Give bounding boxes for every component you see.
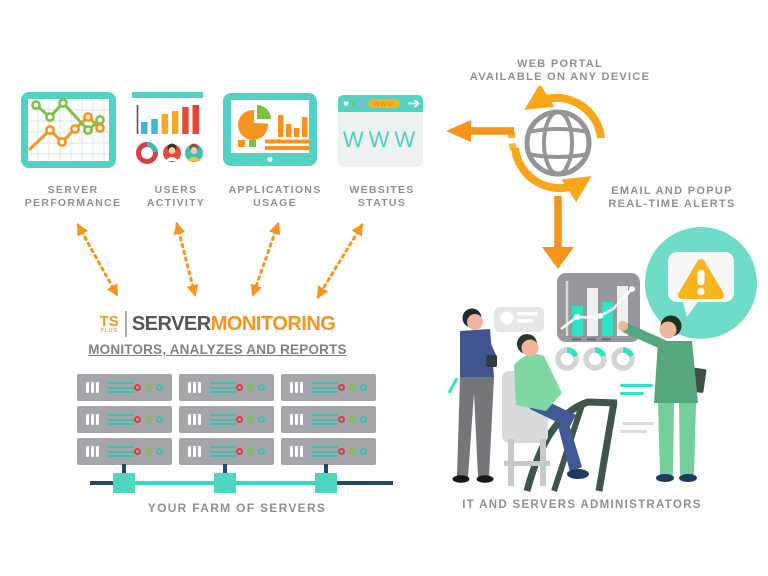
tsplus-mark: TS PLUS	[99, 312, 119, 334]
dashed-flow-arrows	[76, 222, 364, 299]
status-lights	[133, 415, 163, 424]
administrators-illustration	[447, 227, 757, 492]
decor-lines	[447, 377, 654, 433]
label-server-farm: YOUR FARM OF SERVERS	[147, 501, 327, 515]
www-text: WWW	[343, 127, 420, 152]
vents-icon	[290, 414, 303, 425]
status-lights	[235, 383, 265, 392]
network-switch-node	[113, 473, 135, 493]
notification-card	[494, 307, 544, 332]
logo-ts: TS	[99, 312, 119, 330]
server-farm-grid	[77, 374, 376, 465]
vents-icon	[188, 446, 201, 457]
vents-icon	[86, 446, 99, 457]
server-unit	[281, 406, 376, 433]
logo-plus: PLUS	[100, 327, 118, 334]
vents-icon	[290, 382, 303, 393]
users-bar-chart-icon	[132, 92, 203, 164]
drive-slots	[107, 446, 134, 457]
globe-sync-icon	[508, 86, 605, 203]
vents-icon	[188, 414, 201, 425]
drive-slots	[209, 382, 236, 393]
kpi-donut-charts	[555, 347, 635, 371]
label-admins: IT AND SERVERS ADMINISTRATORS	[462, 499, 702, 511]
network-drop-line	[223, 464, 227, 480]
vents-icon	[86, 382, 99, 393]
logo-divider	[124, 311, 127, 337]
tagline: MONITORS, ANALYZES AND REPORTS	[88, 342, 347, 357]
server-unit	[281, 374, 376, 401]
standing-admin-right	[618, 315, 707, 482]
server-unit	[179, 406, 274, 433]
sitting-admin	[514, 334, 589, 479]
vents-icon	[86, 414, 99, 425]
network-drop-line	[324, 464, 328, 480]
network-switch-node	[214, 473, 236, 493]
arrow-down-icon	[542, 196, 574, 269]
arrow-left-icon	[446, 120, 514, 142]
status-lights	[133, 447, 163, 456]
status-lights	[133, 383, 163, 392]
network-switch-node	[315, 473, 337, 493]
browser-www-icon: WWW WWW	[338, 95, 423, 167]
drive-slots	[107, 382, 134, 393]
status-lights	[337, 447, 367, 456]
drive-slots	[209, 446, 236, 457]
logo-monitoring-text: MONITORING	[210, 312, 336, 335]
server-unit	[281, 438, 376, 465]
standing-admin-left	[452, 308, 497, 483]
tablet-pie-chart-icon	[223, 93, 317, 166]
status-lights	[337, 383, 367, 392]
server-unit	[77, 438, 172, 465]
drive-slots	[107, 414, 134, 425]
server-unit	[179, 374, 274, 401]
status-lights	[235, 447, 265, 456]
network-drop-line	[122, 464, 126, 480]
brand-logo: TS PLUS SERVER MONITORING	[95, 311, 340, 337]
drive-slots	[311, 446, 338, 457]
drive-slots	[311, 382, 338, 393]
server-unit	[77, 374, 172, 401]
drive-slots	[311, 414, 338, 425]
server-unit	[77, 406, 172, 433]
address-bar-text: WWW	[374, 102, 394, 108]
server-unit	[179, 438, 274, 465]
alert-popup-icon	[645, 227, 757, 339]
logo-server-text: SERVER	[131, 312, 211, 335]
drive-slots	[209, 414, 236, 425]
vents-icon	[188, 382, 201, 393]
status-lights	[235, 415, 265, 424]
vents-icon	[290, 446, 303, 457]
line-chart-icon	[21, 92, 116, 168]
status-lights	[337, 415, 367, 424]
